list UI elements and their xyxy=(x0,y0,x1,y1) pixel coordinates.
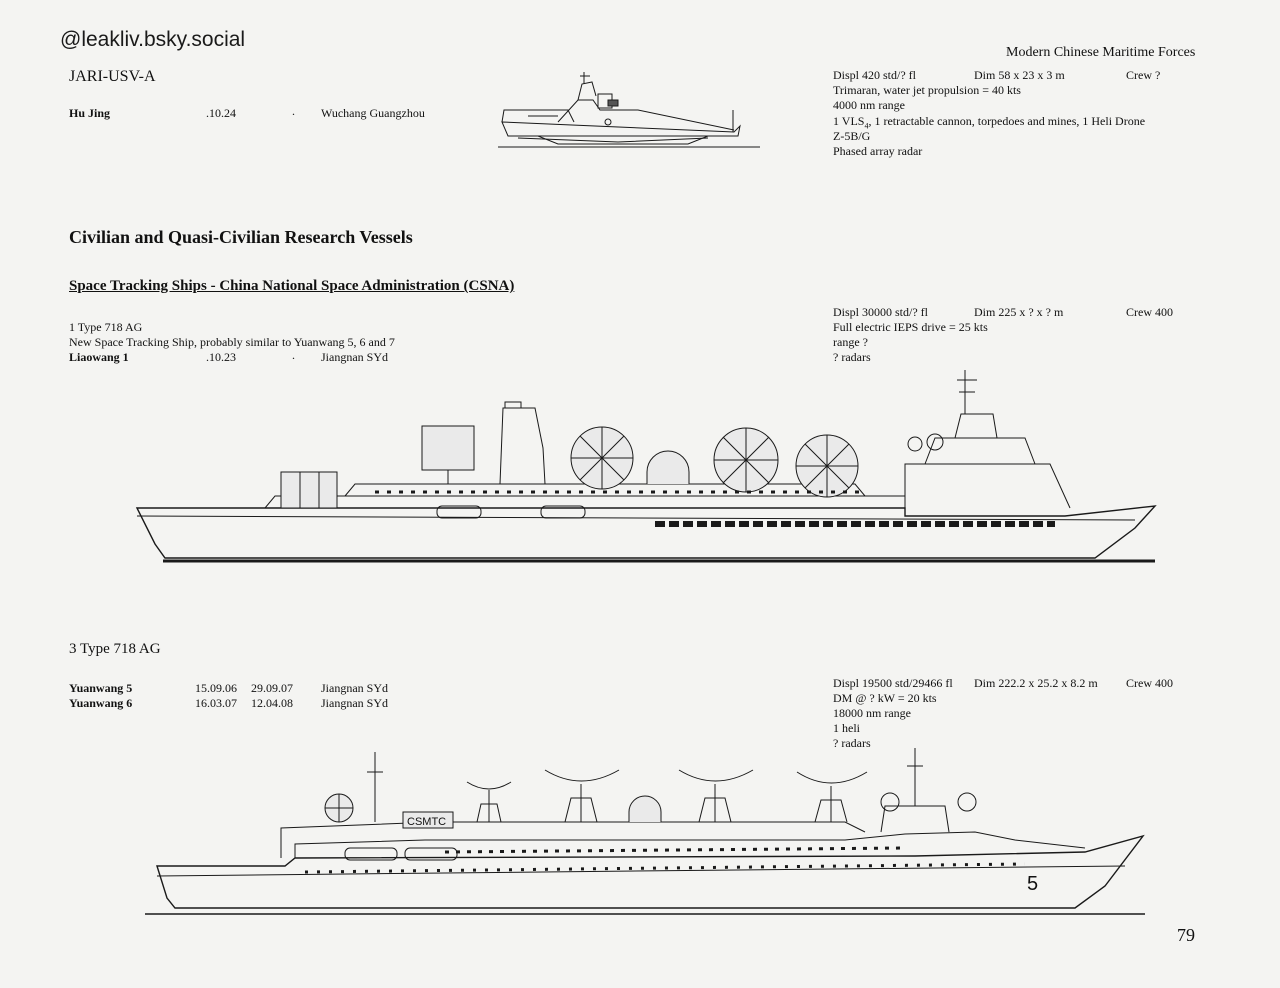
yuanwang-profile-drawing: CSMTC 5 xyxy=(145,748,1150,918)
ship-laid-date: 16.03.07 xyxy=(195,696,237,710)
watermark: @leakliv.bsky.social xyxy=(60,28,246,51)
radome-1 xyxy=(571,427,633,489)
armament: 1 VLS4, 1 retractable cannon, torpedoes … xyxy=(833,114,1145,133)
displacement: Displ 19500 std/29466 fl xyxy=(833,676,953,690)
ship-date-dot: . xyxy=(292,348,295,362)
dish-antenna-2 xyxy=(545,770,619,822)
ship-date: .10.24 xyxy=(206,106,236,120)
radar: Phased array radar xyxy=(833,144,923,158)
radome-2 xyxy=(714,428,778,492)
usv-profile-drawing xyxy=(498,70,760,152)
shipyard: Jiangnan SYd xyxy=(321,696,388,710)
crew: Crew ? xyxy=(1126,68,1161,82)
armament-subscript: 4 xyxy=(864,121,869,131)
propulsion: DM @ ? kW = 20 kts xyxy=(833,691,937,705)
range: range ? xyxy=(833,335,868,349)
ship-date: .10.23 xyxy=(206,350,236,364)
dish-antenna-4 xyxy=(797,772,867,822)
ship-name: Yuanwang 6 xyxy=(69,696,133,710)
subsection-title: Space Tracking Ships - China National Sp… xyxy=(69,278,515,294)
class-line: 3 Type 718 AG xyxy=(69,641,161,657)
hull-number: 5 xyxy=(1027,873,1038,895)
section-title: Civilian and Quasi-Civilian Research Ves… xyxy=(69,227,413,247)
helicopter: 1 heli xyxy=(833,721,860,735)
armament-pre: 1 VLS xyxy=(833,114,865,128)
ship-date-dot: . xyxy=(292,104,295,118)
ship-name: Yuanwang 5 xyxy=(69,681,133,695)
hull-marking-text: CSMTC xyxy=(407,816,446,828)
crew: Crew 400 xyxy=(1126,676,1173,690)
shipyard: Jiangnan SYd xyxy=(321,681,388,695)
radars: ? radars xyxy=(833,736,871,750)
range: 4000 nm range xyxy=(833,98,905,112)
dimensions: Dim 58 x 23 x 3 m xyxy=(974,68,1065,82)
dimensions: Dim 222.2 x 25.2 x 8.2 m xyxy=(974,676,1098,690)
propulsion: Full electric IEPS drive = 25 kts xyxy=(833,320,988,334)
crew: Crew 400 xyxy=(1126,305,1173,319)
range: 18000 nm range xyxy=(833,706,911,720)
dish-antenna-1 xyxy=(467,782,511,822)
displacement: Displ 420 std/? fl xyxy=(833,68,916,82)
shipyard: Jiangnan SYd xyxy=(321,350,388,364)
radome xyxy=(325,794,353,822)
class-line: 1 Type 718 AG xyxy=(69,320,143,334)
class-name: JARI-USV-A xyxy=(69,68,156,85)
dish-antenna-3 xyxy=(679,770,753,822)
liaowang-1-profile-drawing xyxy=(135,368,1160,564)
ship-name: Liaowang 1 xyxy=(69,350,129,364)
displacement: Displ 30000 std/? fl xyxy=(833,305,928,319)
book-header-title: Modern Chinese Maritime Forces xyxy=(1006,45,1196,60)
ship-commission-date: 12.04.08 xyxy=(251,696,293,710)
armament-post: , 1 retractable cannon, torpedoes and mi… xyxy=(868,114,1146,128)
shipyard: Wuchang Guangzhou xyxy=(321,106,425,120)
dimensions: Dim 225 x ? x ? m xyxy=(974,305,1064,319)
ship-name: Hu Jing xyxy=(69,106,111,120)
class-note: New Space Tracking Ship, probably simila… xyxy=(69,335,395,349)
radome-3 xyxy=(796,435,858,497)
ship-laid-date: 15.09.06 xyxy=(195,681,237,695)
radars: ? radars xyxy=(833,350,871,364)
page-number: 79 xyxy=(1177,925,1195,945)
ship-commission-date: 29.09.07 xyxy=(251,681,293,695)
propulsion: Trimaran, water jet propulsion = 40 kts xyxy=(833,83,1021,97)
helicopter: Z-5B/G xyxy=(833,129,871,143)
